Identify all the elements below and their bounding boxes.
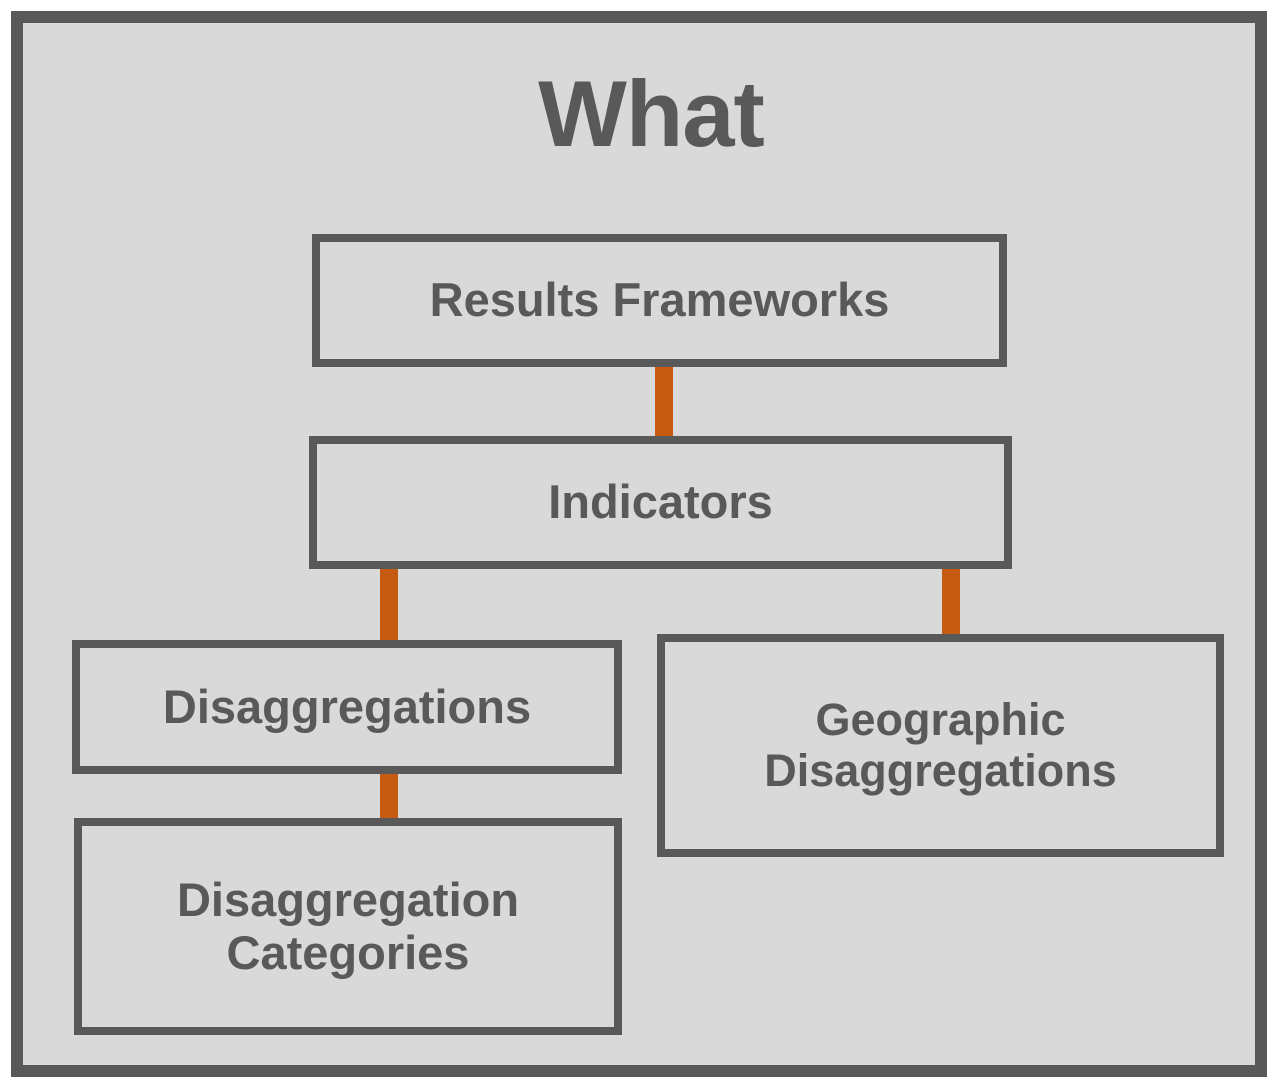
node-geographic-disaggregations-label: Geographic Disaggregations <box>764 694 1117 796</box>
connector-disaggregations-to-disaggregation-categories <box>380 771 398 827</box>
node-disaggregation-categories-label: Disaggregation Categories <box>176 872 520 979</box>
connector-results-frameworks-to-indicators <box>655 364 673 441</box>
page-title: What <box>538 61 765 166</box>
node-results-frameworks[interactable]: Results Frameworks <box>312 234 1007 367</box>
connector-indicators-to-disaggregations <box>380 566 398 646</box>
node-indicators-label: Indicators <box>548 475 773 529</box>
node-disaggregation-categories[interactable]: Disaggregation Categories <box>74 818 622 1035</box>
node-disaggregations[interactable]: Disaggregations <box>72 640 622 774</box>
node-disaggregations-label: Disaggregations <box>162 679 532 733</box>
node-indicators[interactable]: Indicators <box>309 436 1012 569</box>
diagram-frame: What Results Frameworks Indicators Disag… <box>11 11 1267 1077</box>
node-results-frameworks-label: Results Frameworks <box>429 273 890 327</box>
node-geographic-disaggregations[interactable]: Geographic Disaggregations <box>657 634 1224 857</box>
connector-indicators-to-geographic-disaggregations <box>942 566 960 641</box>
